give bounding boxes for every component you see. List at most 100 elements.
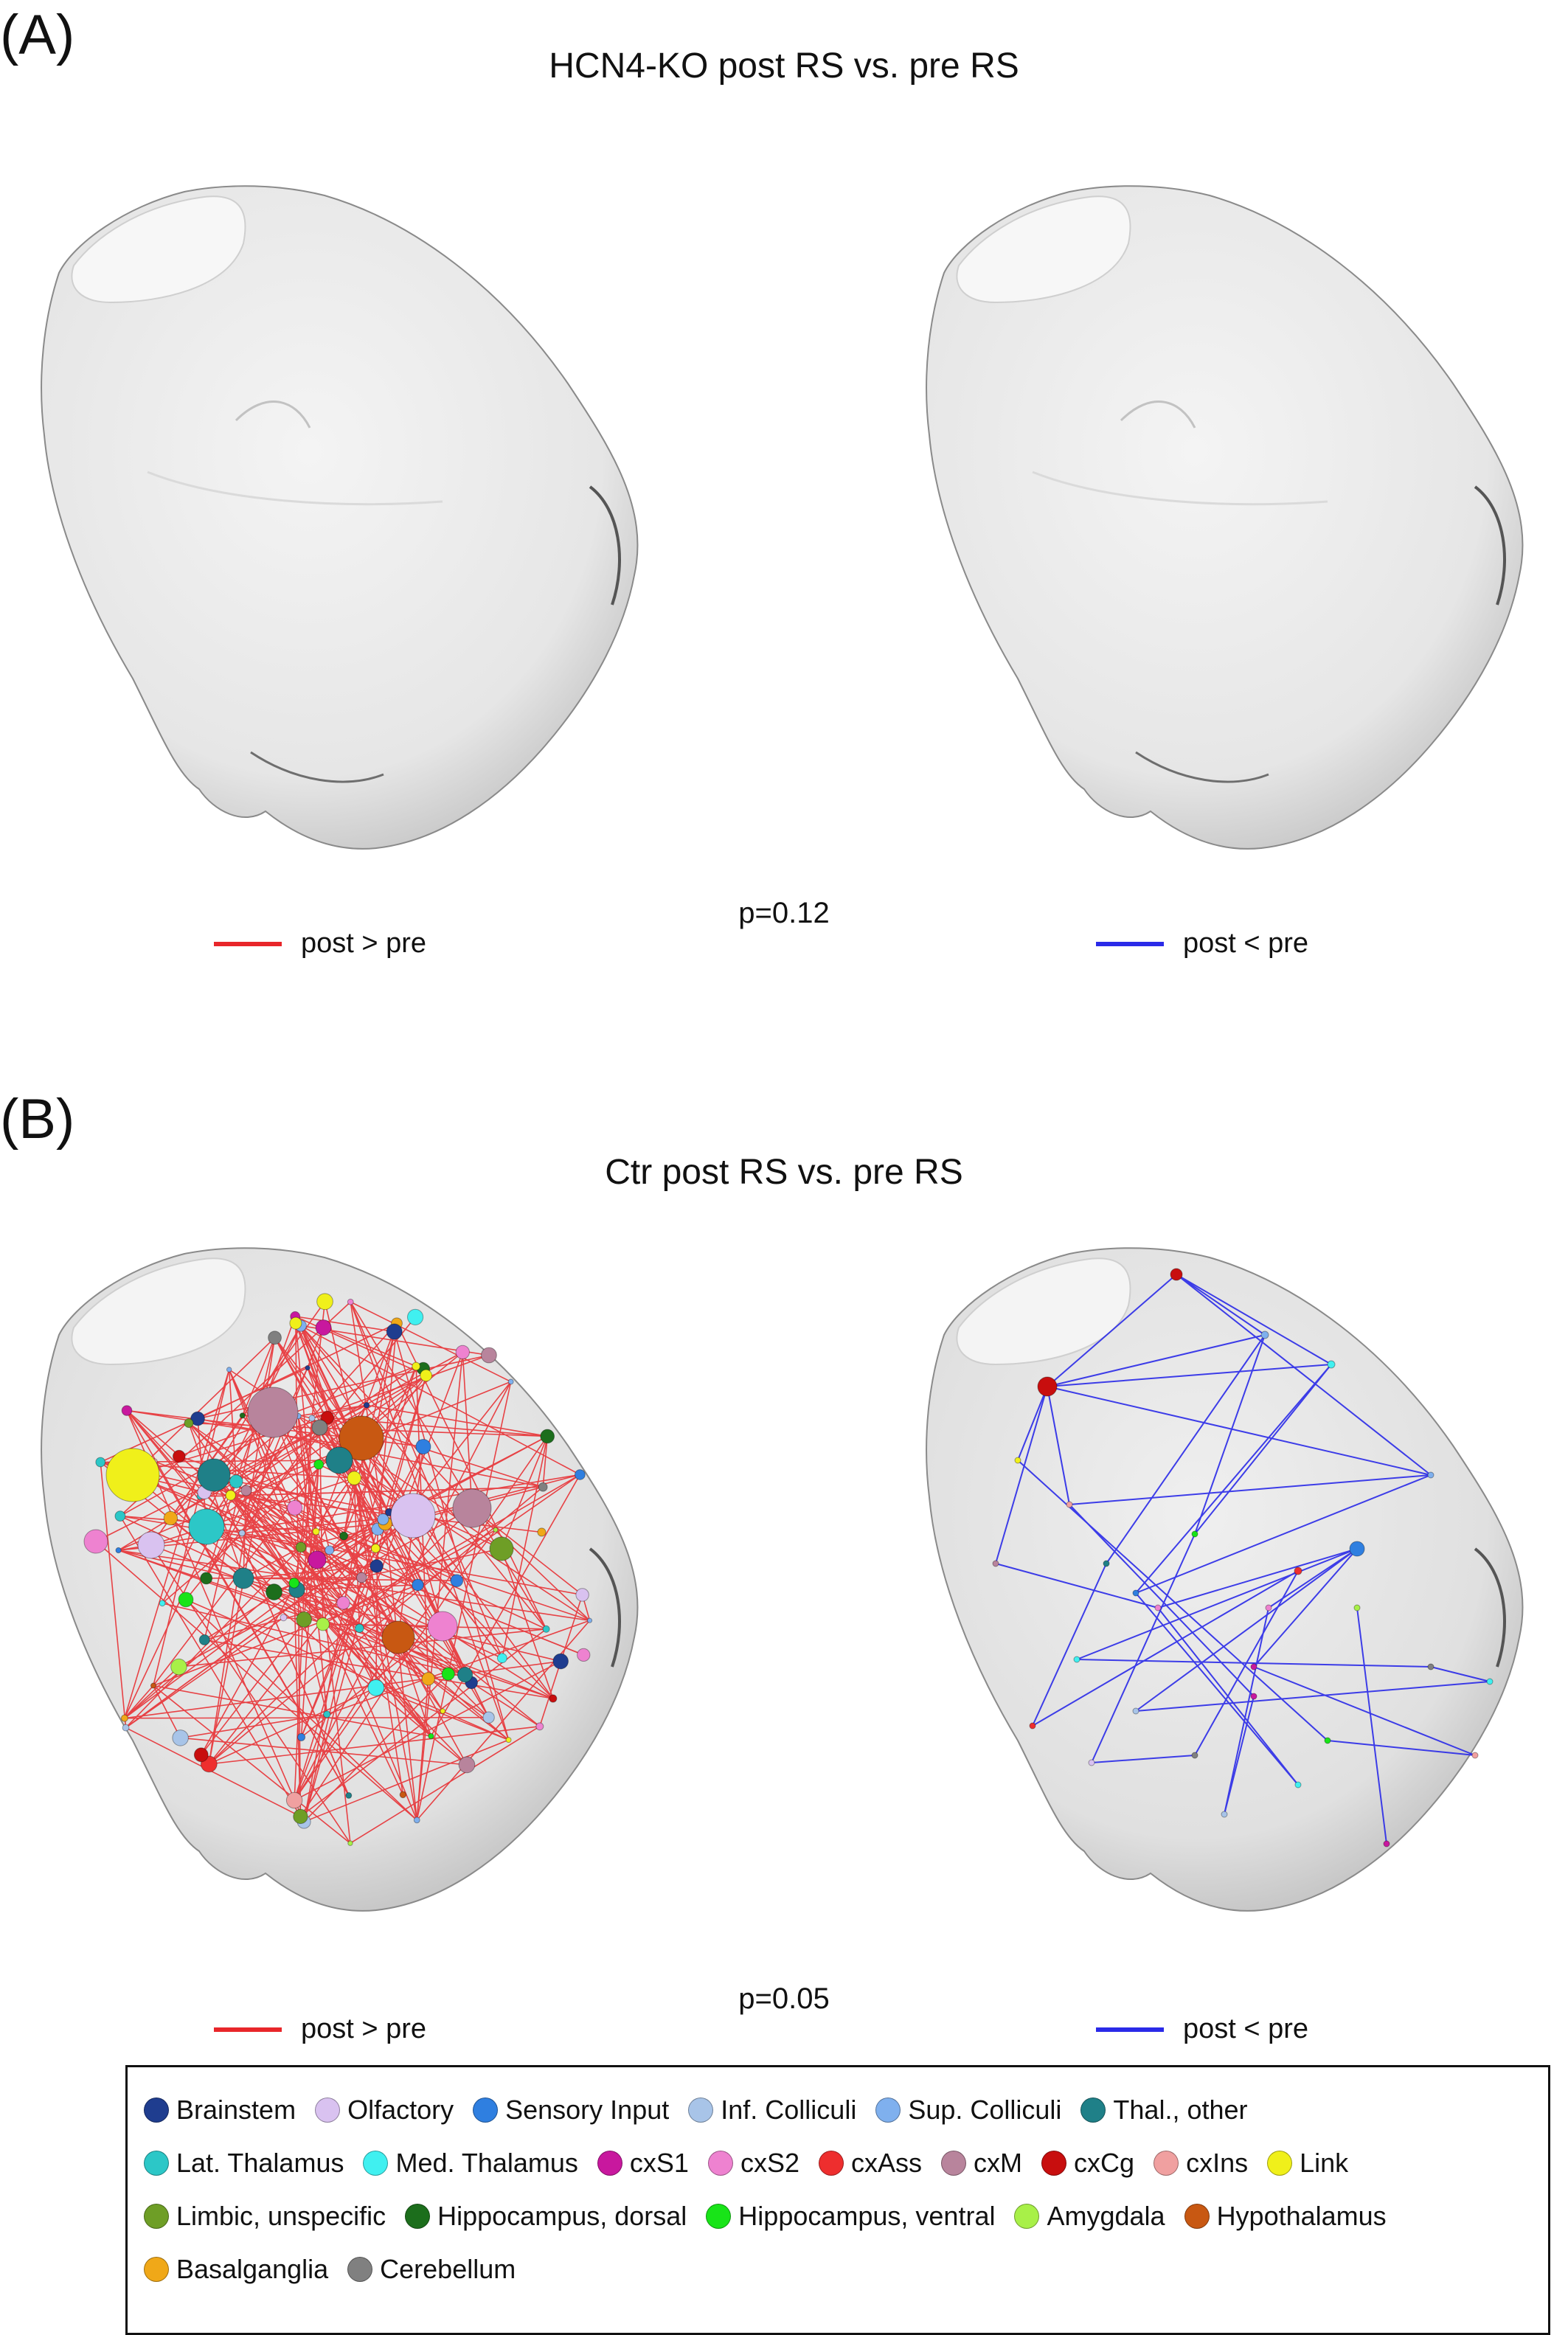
- region-node: [1037, 1376, 1058, 1397]
- panel-b-legend-post-lt-pre: post < pre: [1096, 2013, 1308, 2045]
- connection-edge: [204, 1602, 344, 1641]
- region-node: [370, 1559, 384, 1573]
- connection-edge: [1076, 1548, 1358, 1660]
- region-node: [1029, 1722, 1036, 1729]
- connection-edge: [1076, 1659, 1432, 1668]
- region-node: [489, 1536, 514, 1561]
- region-node: [336, 1596, 350, 1610]
- region-node: [315, 1319, 332, 1336]
- connection-edge: [350, 1301, 512, 1383]
- connection-edge: [1176, 1274, 1432, 1476]
- region-node: [312, 1527, 320, 1536]
- region-node: [356, 1572, 367, 1583]
- connection-edge: [1047, 1364, 1332, 1387]
- region-node: [268, 1330, 282, 1345]
- connection-edge: [274, 1337, 378, 1530]
- region-node: [120, 1714, 128, 1722]
- connection-edge: [95, 1541, 417, 1821]
- region-node: [115, 1547, 122, 1554]
- region-node: [150, 1682, 156, 1689]
- connection-edge: [162, 1325, 302, 1604]
- connection-edge: [206, 1526, 344, 1604]
- region-node: [232, 1567, 254, 1589]
- region-node: [575, 1469, 586, 1480]
- region-node: [295, 1541, 307, 1553]
- connection-edge: [430, 1474, 581, 1737]
- connection-edge: [1176, 1274, 1332, 1365]
- connection-edge: [384, 1523, 418, 1820]
- legend-item: Hypothalamus: [1184, 2201, 1387, 2232]
- region-node: [1327, 1360, 1336, 1369]
- region-node: [549, 1694, 558, 1703]
- region-node: [190, 1411, 205, 1426]
- legend-item-label: Sup. Colliculi: [908, 2095, 1062, 2125]
- connection-edge: [1091, 1755, 1196, 1763]
- region-node: [428, 1732, 434, 1740]
- connection-edge: [126, 1409, 510, 1741]
- connection-edge: [311, 1418, 419, 1586]
- connection-edge: [150, 1544, 554, 1699]
- connection-edge: [303, 1375, 427, 1822]
- connection-edge: [206, 1526, 583, 1596]
- legend-color-dot: [688, 2098, 714, 2123]
- region-node: [325, 1446, 353, 1474]
- region-node: [184, 1418, 194, 1429]
- region-node: [289, 1316, 302, 1330]
- connection-edge: [246, 1490, 298, 1590]
- connection-edge: [1047, 1274, 1177, 1387]
- legend-item-label: Amygdala: [1047, 2201, 1165, 2231]
- region-node: [316, 1617, 330, 1631]
- region-node: [1088, 1759, 1095, 1766]
- region-node: [178, 1592, 194, 1608]
- region-node: [390, 1493, 436, 1538]
- region-node: [293, 1808, 308, 1825]
- legend-item-label: cxCg: [1074, 2148, 1135, 2178]
- legend-item: cxS2: [707, 2148, 799, 2179]
- region-node: [481, 1347, 497, 1364]
- region-node: [1154, 1604, 1162, 1611]
- connection-edge: [125, 1727, 301, 1817]
- region-node: [1486, 1678, 1494, 1685]
- connection-edge: [206, 1526, 490, 1718]
- legend-color-dot: [706, 2204, 732, 2229]
- legend-color-dot: [144, 2151, 169, 2176]
- legend-item: Inf. Colliculi: [688, 2095, 856, 2126]
- connection-edge: [208, 1507, 473, 1765]
- legend-item: cxCg: [1041, 2148, 1134, 2179]
- region-node: [197, 1458, 231, 1492]
- connection-edge: [300, 1325, 547, 1630]
- legend-item-label: cxM: [974, 2148, 1023, 2178]
- region-node: [381, 1620, 415, 1654]
- connection-edge: [162, 1603, 465, 1676]
- panel-a-legend-post-lt-pre: post < pre: [1096, 928, 1308, 960]
- region-node: [226, 1367, 232, 1373]
- connection-edge: [124, 1369, 230, 1718]
- connection-edge: [1253, 1666, 1476, 1756]
- legend-item: Cerebellum: [347, 2254, 516, 2285]
- region-node: [505, 1737, 512, 1744]
- connection-edge: [208, 1687, 377, 1765]
- region-node: [450, 1574, 464, 1588]
- region-node: [121, 1405, 133, 1416]
- legend-item-label: cxIns: [1186, 2148, 1249, 2178]
- connection-edge: [303, 1331, 395, 1822]
- connection-edge: [462, 1352, 473, 1509]
- region-node: [538, 1482, 548, 1492]
- region-node: [240, 1485, 252, 1496]
- legend-color-dot: [1267, 2151, 1293, 2176]
- connection-edge: [293, 1583, 302, 1817]
- region-node: [421, 1672, 435, 1686]
- legend-label: post > pre: [301, 928, 427, 959]
- region-node: [415, 1438, 431, 1455]
- legend-color-dot: [1014, 2204, 1040, 2229]
- legend-item-label: Olfactory: [347, 2095, 454, 2125]
- connection-edge: [995, 1386, 1048, 1564]
- region-node: [1014, 1457, 1021, 1464]
- panel-a-legend-post-gt-pre: post > pre: [214, 928, 426, 960]
- connection-edge: [209, 1725, 540, 1765]
- connection-edge: [1430, 1666, 1491, 1682]
- region-node: [452, 1488, 492, 1528]
- connection-edge: [1224, 1696, 1255, 1815]
